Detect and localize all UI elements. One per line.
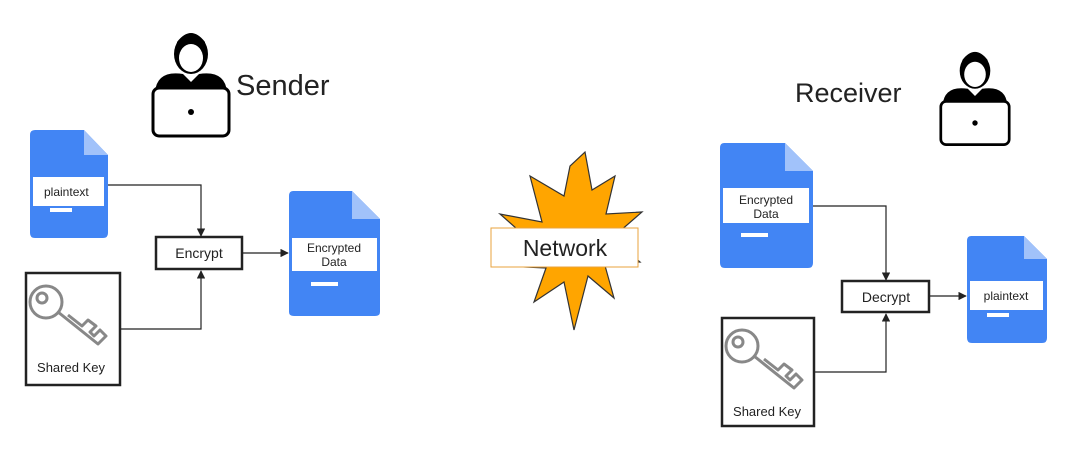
plaintext-to-encrypt-arrow bbox=[108, 184, 206, 237]
receiver-plaintext-document-icon bbox=[967, 236, 1047, 343]
sender-plaintext-label: plaintext bbox=[44, 185, 89, 199]
receiver-encrypted-label-line1: Encrypted bbox=[739, 193, 793, 207]
sender-shared-key-label: Shared Key bbox=[37, 360, 105, 375]
sender-title: Sender bbox=[236, 70, 330, 102]
key-to-encrypt-arrow bbox=[120, 270, 206, 330]
decrypt-label: Decrypt bbox=[862, 289, 910, 305]
receiver-encrypted-document-icon bbox=[720, 143, 813, 268]
encrypt-label: Encrypt bbox=[175, 245, 223, 261]
sender-encrypted-document-icon bbox=[289, 191, 380, 316]
encrypted-to-decrypt-arrow bbox=[813, 205, 891, 281]
sender-encrypted-label-line1: Encrypted bbox=[307, 241, 361, 255]
sender-user-icon bbox=[151, 31, 231, 138]
sender-encrypted-label-line2: Data bbox=[321, 255, 347, 269]
receiver-shared-key-label: Shared Key bbox=[733, 404, 801, 419]
receiver-encrypted-label-line2: Data bbox=[753, 207, 779, 221]
network-label-box bbox=[490, 227, 639, 268]
receiver-title: Receiver bbox=[795, 78, 902, 108]
network-label: Network bbox=[523, 235, 608, 261]
receiver-user-icon bbox=[939, 50, 1011, 146]
sender-plaintext-document-icon bbox=[30, 130, 108, 238]
encrypt-box bbox=[154, 235, 244, 271]
receiver-plaintext-label: plaintext bbox=[984, 289, 1029, 303]
key-to-decrypt-arrow bbox=[814, 313, 891, 373]
